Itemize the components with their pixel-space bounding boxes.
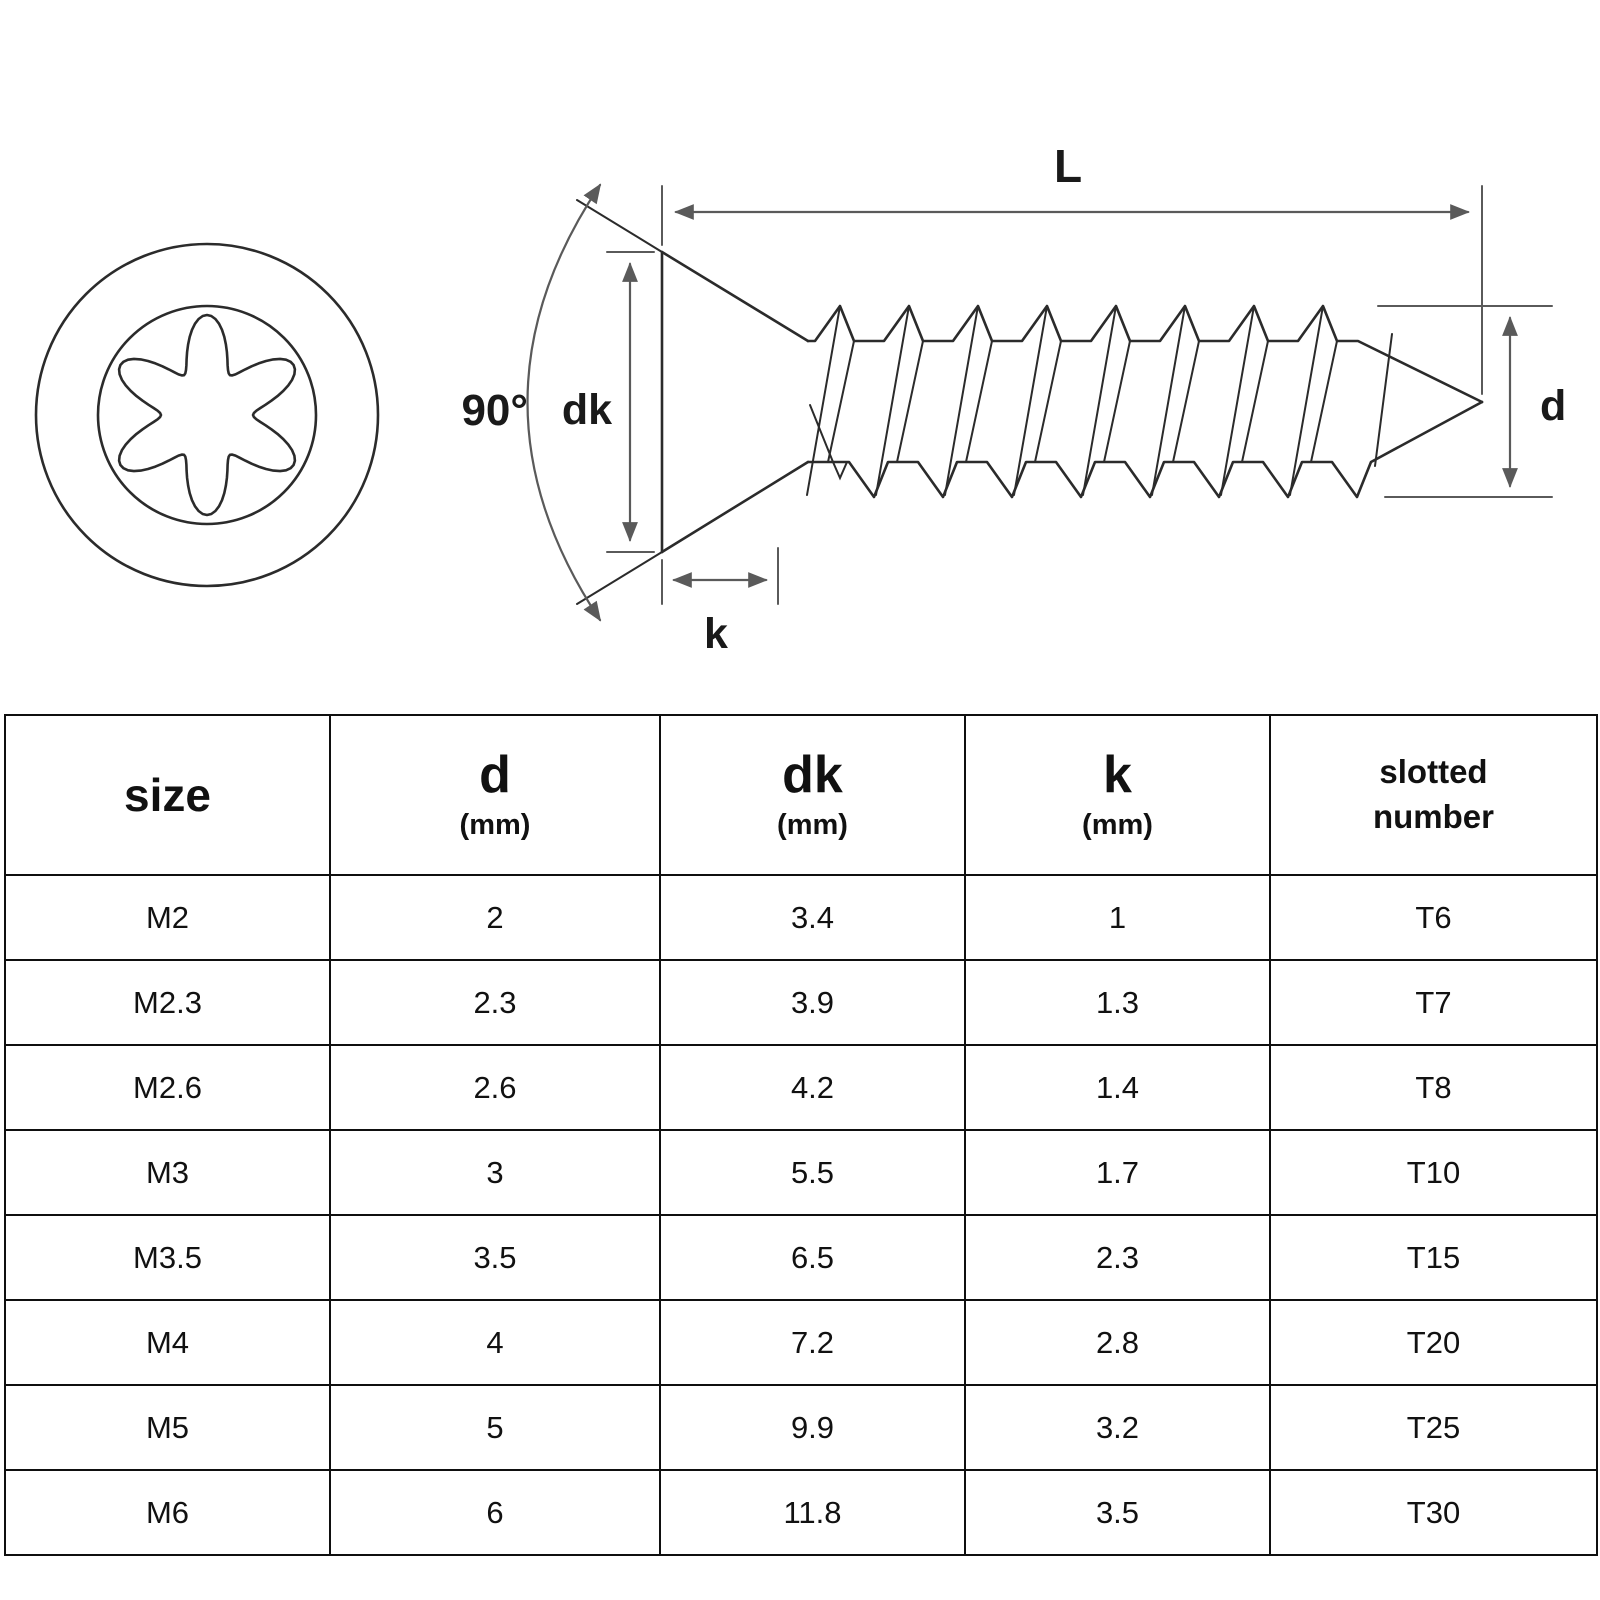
table-cell: 1.7 [964, 1129, 1271, 1216]
dimension-annotations: L dk 90° k d [461, 140, 1566, 658]
header-dk-unit: (mm) [777, 808, 848, 841]
header-slotted-line2: number [1372, 798, 1494, 835]
head-inner-circle [96, 304, 318, 526]
header-row: size d (mm) dk (mm) k (mm) slotted numbe… [4, 714, 1598, 876]
header-slotted-number: slotted number [1269, 714, 1598, 876]
technical-drawing: L dk 90° k d [0, 0, 1600, 710]
table-cell: T8 [1269, 1044, 1598, 1131]
table-cell: 1.3 [964, 959, 1271, 1046]
table-cell: 3.2 [964, 1384, 1271, 1471]
table-cell: 2.6 [329, 1044, 661, 1131]
screw-diagram-svg: L dk 90° k d [34, 140, 1566, 658]
header-dk-label: dk [782, 746, 843, 805]
torx-recess-icon [117, 313, 297, 517]
table-cell: M6 [4, 1469, 331, 1556]
table-cell: 4.2 [659, 1044, 966, 1131]
table-cell: M3 [4, 1129, 331, 1216]
table-cell: M4 [4, 1299, 331, 1386]
table-cell: 7.2 [659, 1299, 966, 1386]
dim-label-head-height: k [704, 610, 728, 658]
table-cell: T6 [1269, 874, 1598, 961]
table-cell: T7 [1269, 959, 1598, 1046]
table-cell: 6 [329, 1469, 661, 1556]
table-cell: 3.5 [964, 1469, 1271, 1556]
table-cell: T10 [1269, 1129, 1598, 1216]
table-cell: T30 [1269, 1469, 1598, 1556]
dim-label-length: L [1054, 140, 1082, 192]
table-cell: T25 [1269, 1384, 1598, 1471]
angle-arc [526, 183, 602, 622]
table-cell: T15 [1269, 1214, 1598, 1301]
spec-table: size d (mm) dk (mm) k (mm) slotted numbe… [4, 714, 1598, 1556]
table-cell: M2.6 [4, 1044, 331, 1131]
table-cell: 4 [329, 1299, 661, 1386]
cone-extension-bottom [576, 551, 663, 605]
head-outer-circle [34, 242, 380, 588]
table-cell: M5 [4, 1384, 331, 1471]
header-d-label: d [479, 746, 511, 805]
header-d-unit: (mm) [459, 808, 531, 841]
table-cell: M2 [4, 874, 331, 961]
table-cell: 2.3 [964, 1214, 1271, 1301]
table-cell: 3.9 [659, 959, 966, 1046]
table-cell: 9.9 [659, 1384, 966, 1471]
table-cell: T20 [1269, 1299, 1598, 1386]
table-cell: 5.5 [659, 1129, 966, 1216]
table-cell: M3.5 [4, 1214, 331, 1301]
table-cell: 3.4 [659, 874, 966, 961]
dim-label-angle: 90° [461, 386, 528, 435]
header-d: d (mm) [329, 714, 661, 876]
thread-bottom-profile [806, 400, 1484, 499]
dim-label-head-diameter: dk [562, 386, 612, 434]
table-cell: 3.5 [329, 1214, 661, 1301]
header-size-label: size [124, 769, 211, 821]
table-cell: 2.8 [964, 1299, 1271, 1386]
header-size: size [4, 714, 331, 876]
header-slotted-line1: slotted [1379, 753, 1488, 791]
header-k-label: k [1103, 746, 1132, 805]
table-cell: 5 [329, 1384, 661, 1471]
thread-top-profile [806, 304, 1484, 404]
table-cell: 2.3 [329, 959, 661, 1046]
header-k-unit: (mm) [1082, 808, 1153, 841]
header-dk: dk (mm) [659, 714, 966, 876]
torx-head-front-view [34, 242, 380, 588]
table-cell: M2.3 [4, 959, 331, 1046]
table-cell: 11.8 [659, 1469, 966, 1556]
table-cell: 6.5 [659, 1214, 966, 1301]
table-cell: 1.4 [964, 1044, 1271, 1131]
thread-helix-lines [806, 305, 1393, 496]
head-cone-top [660, 250, 810, 343]
cone-extension-top [576, 199, 663, 253]
table-cell: 3 [329, 1129, 661, 1216]
table-cell: 1 [964, 874, 1271, 961]
table-cell: 2 [329, 874, 661, 961]
header-k: k (mm) [964, 714, 1271, 876]
dim-label-thread-diameter: d [1540, 382, 1566, 430]
screw-side-view [660, 250, 1484, 554]
head-cone-bottom [660, 460, 810, 554]
